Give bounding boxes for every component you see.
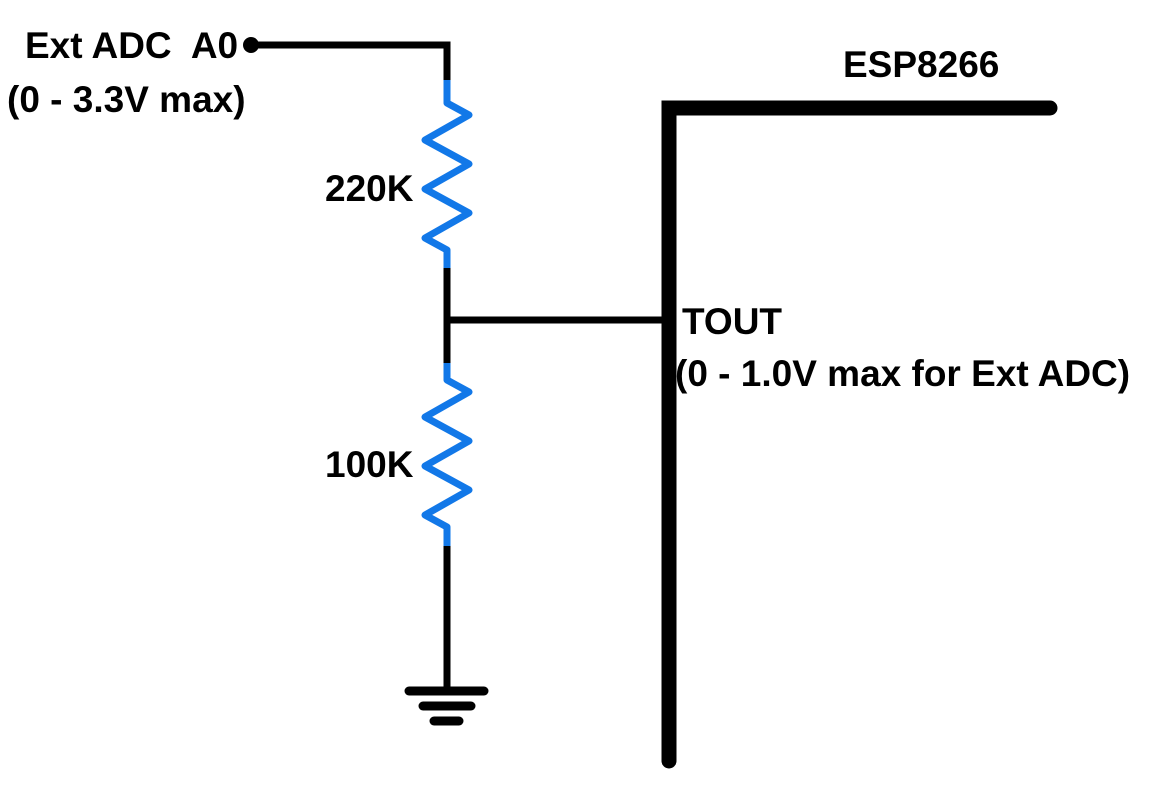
chip-label: ESP8266 (843, 44, 999, 85)
esp8266-module-edge (661, 100, 1058, 769)
resistor-r1-label: 220K (325, 168, 414, 209)
input-wire (251, 41, 451, 82)
ground-symbol (404, 686, 489, 726)
input-label: Ext ADC A0 (25, 25, 238, 66)
resistor-r2-100k (421, 363, 473, 548)
resistor-r2-label: 100K (325, 444, 414, 485)
pin-label: TOUT (682, 301, 782, 342)
input-range-label: (0 - 3.3V max) (7, 79, 246, 120)
pin-range-label: (0 - 1.0V max for Ext ADC) (675, 353, 1130, 394)
resistor-r1-220k (421, 80, 473, 272)
